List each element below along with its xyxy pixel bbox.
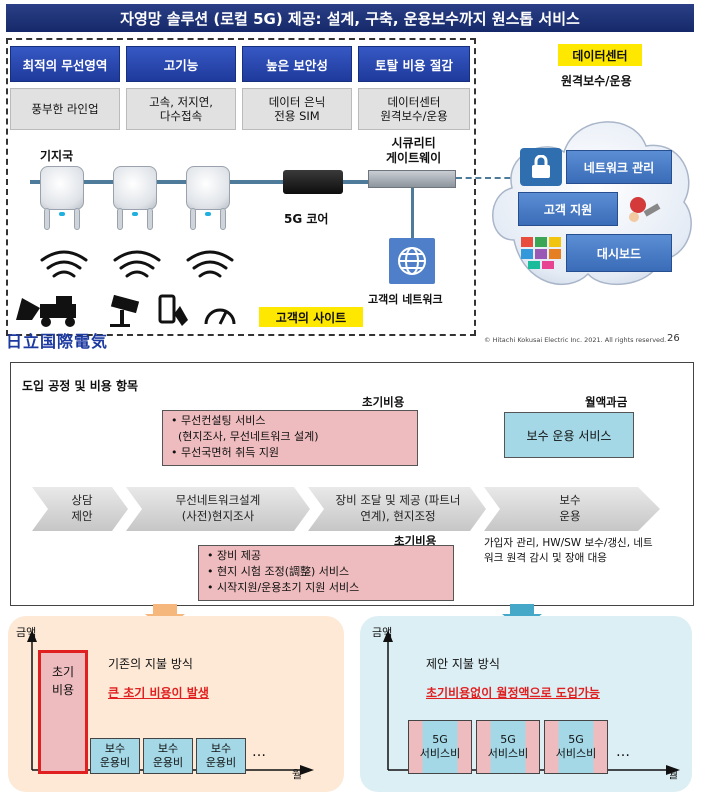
step-consulting: 상담 제안 [71, 493, 93, 523]
maintenance-cost-bar-2: 보수 운용비 [143, 738, 193, 774]
initial-cost-box-top: • 무선컨설팅 서비스 (현지조사, 무선네트워크 설계) • 무선국면허 취득… [162, 410, 418, 466]
support-tools-icon [622, 192, 666, 226]
left-y-axis-label: 금액 [16, 626, 37, 639]
service-fee-bar-1: 5G 서비스비 [408, 720, 472, 774]
core-label: 5G 코어 [284, 212, 329, 226]
service-fee-bar-2-label: 5G 서비스비 [487, 733, 529, 760]
initial-cost-bar: 초기 비용 [38, 650, 88, 774]
gateway-line [411, 188, 414, 238]
left-panel-highlight: 큰 초기 비용이 발생 [108, 686, 209, 700]
feature-head-performance: 고기능 [126, 46, 236, 82]
network-management-item: 네트워크 관리 [566, 150, 672, 184]
remote-link-line [456, 177, 520, 179]
feature-head-coverage: 최적의 무선영역 [10, 46, 120, 82]
feature-sub-performance: 고속, 저지연, 다수접속 [126, 88, 236, 130]
maintenance-cost-bar-3: 보수 운용비 [196, 738, 246, 774]
service-fee-bar-2: 5G 서비스비 [476, 720, 540, 774]
customer-network-label: 고객의 네트워크 [368, 293, 443, 306]
feature-head-cost: 토탈 비용 절감 [358, 46, 470, 82]
right-panel-highlight: 초기비용없이 월정액으로 도입가능 [426, 686, 600, 700]
right-ellipsis: … [616, 744, 630, 760]
service-fee-bar-3: 5G 서비스비 [544, 720, 608, 774]
top-box-item-1: • 무선컨설팅 서비스 [171, 414, 266, 427]
globe-icon [389, 238, 435, 284]
service-fee-bar-3-label: 5G 서비스비 [555, 733, 597, 760]
left-ellipsis: … [252, 744, 266, 760]
base-station-label: 기지국 [40, 149, 74, 163]
dashboard-item: 대시보드 [566, 234, 672, 272]
5g-core-device [283, 170, 343, 194]
right-y-axis-label: 금액 [372, 626, 393, 639]
initial-cost-box-bottom: • 장비 제공 • 현지 시험 조정(調整) 서비스 • 시작지원/운용초기 지… [198, 545, 454, 601]
step-procurement: 장비 조달 및 제공 (파트너 연계), 현지조정 [335, 493, 461, 523]
bottom-box-item-3: • 시작지원/운용초기 지원 서비스 [207, 580, 360, 594]
access-point-1 [40, 166, 84, 230]
bottom-box-item-2: • 현지 시험 조정(調整) 서비스 [207, 564, 350, 578]
process-heading: 도입 공정 및 비용 항목 [22, 379, 139, 393]
bottom-box-item-1: • 장비 제공 [207, 549, 261, 562]
security-gateway-device [368, 170, 456, 188]
solution-box [6, 38, 476, 336]
page-number: 26 [667, 333, 680, 344]
initial-cost-label-top: 초기비용 [362, 395, 405, 409]
step-design: 무선네트워크설계 (사전)현지조사 [175, 493, 261, 523]
maintenance-service-box: 보수 운용 서비스 [504, 412, 634, 458]
remote-label: 원격보수/운용 [561, 74, 632, 88]
feature-head-security: 높은 보안성 [242, 46, 352, 82]
datacenter-label: 데이터센터 [558, 44, 642, 66]
access-point-3 [186, 166, 230, 230]
left-x-axis-label: 월 [292, 768, 303, 781]
customer-site-label: 고객의 사이트 [259, 307, 363, 327]
step-maintenance: 보수 운용 [559, 493, 581, 523]
device-icons [16, 294, 236, 327]
feature-sub-coverage: 풍부한 라인업 [10, 88, 120, 130]
customer-support-item: 고객 지원 [518, 192, 618, 226]
radio-wave-icons [40, 250, 234, 278]
service-fee-bar-1-label: 5G 서비스비 [419, 733, 461, 760]
process-chevrons [32, 487, 660, 531]
access-point-2 [113, 166, 157, 230]
top-box-item-2: (현지조사, 무선네트워크 설계) [171, 429, 319, 443]
company-logo: 日立国際電気 [6, 332, 109, 351]
top-box-item-3: • 무선국면허 취득 지원 [171, 445, 280, 459]
copyright-text: © Hitachi Kokusai Electric Inc. 2021. Al… [484, 336, 667, 344]
process-box [10, 362, 694, 606]
feature-sub-cost: 데이터센터 원격보수/운용 [358, 88, 470, 130]
gateway-label: 시큐리티 게이트웨이 [386, 136, 442, 165]
monthly-fee-label: 월액과금 [585, 395, 628, 409]
lock-icon [520, 148, 562, 186]
feature-sub-security: 데이터 은닉 전용 SIM [242, 88, 352, 130]
initial-cost-label-bottom: 초기비용 [394, 534, 437, 548]
left-panel-title: 기존의 지불 방식 [108, 657, 193, 671]
maintenance-note: 가입자 관리, HW/SW 보수/갱신, 네트 워크 원격 감시 및 장애 대응 [484, 537, 653, 565]
dashboard-apps-icon [518, 234, 564, 272]
slide-title: 자영망 솔루션 (로컬 5G) 제공: 설계, 구축, 운용보수까지 원스톱 서… [6, 4, 694, 32]
maintenance-cost-bar-1: 보수 운용비 [90, 738, 140, 774]
right-x-axis-label: 월 [668, 768, 679, 781]
right-panel-title: 제안 지불 방식 [426, 657, 500, 671]
